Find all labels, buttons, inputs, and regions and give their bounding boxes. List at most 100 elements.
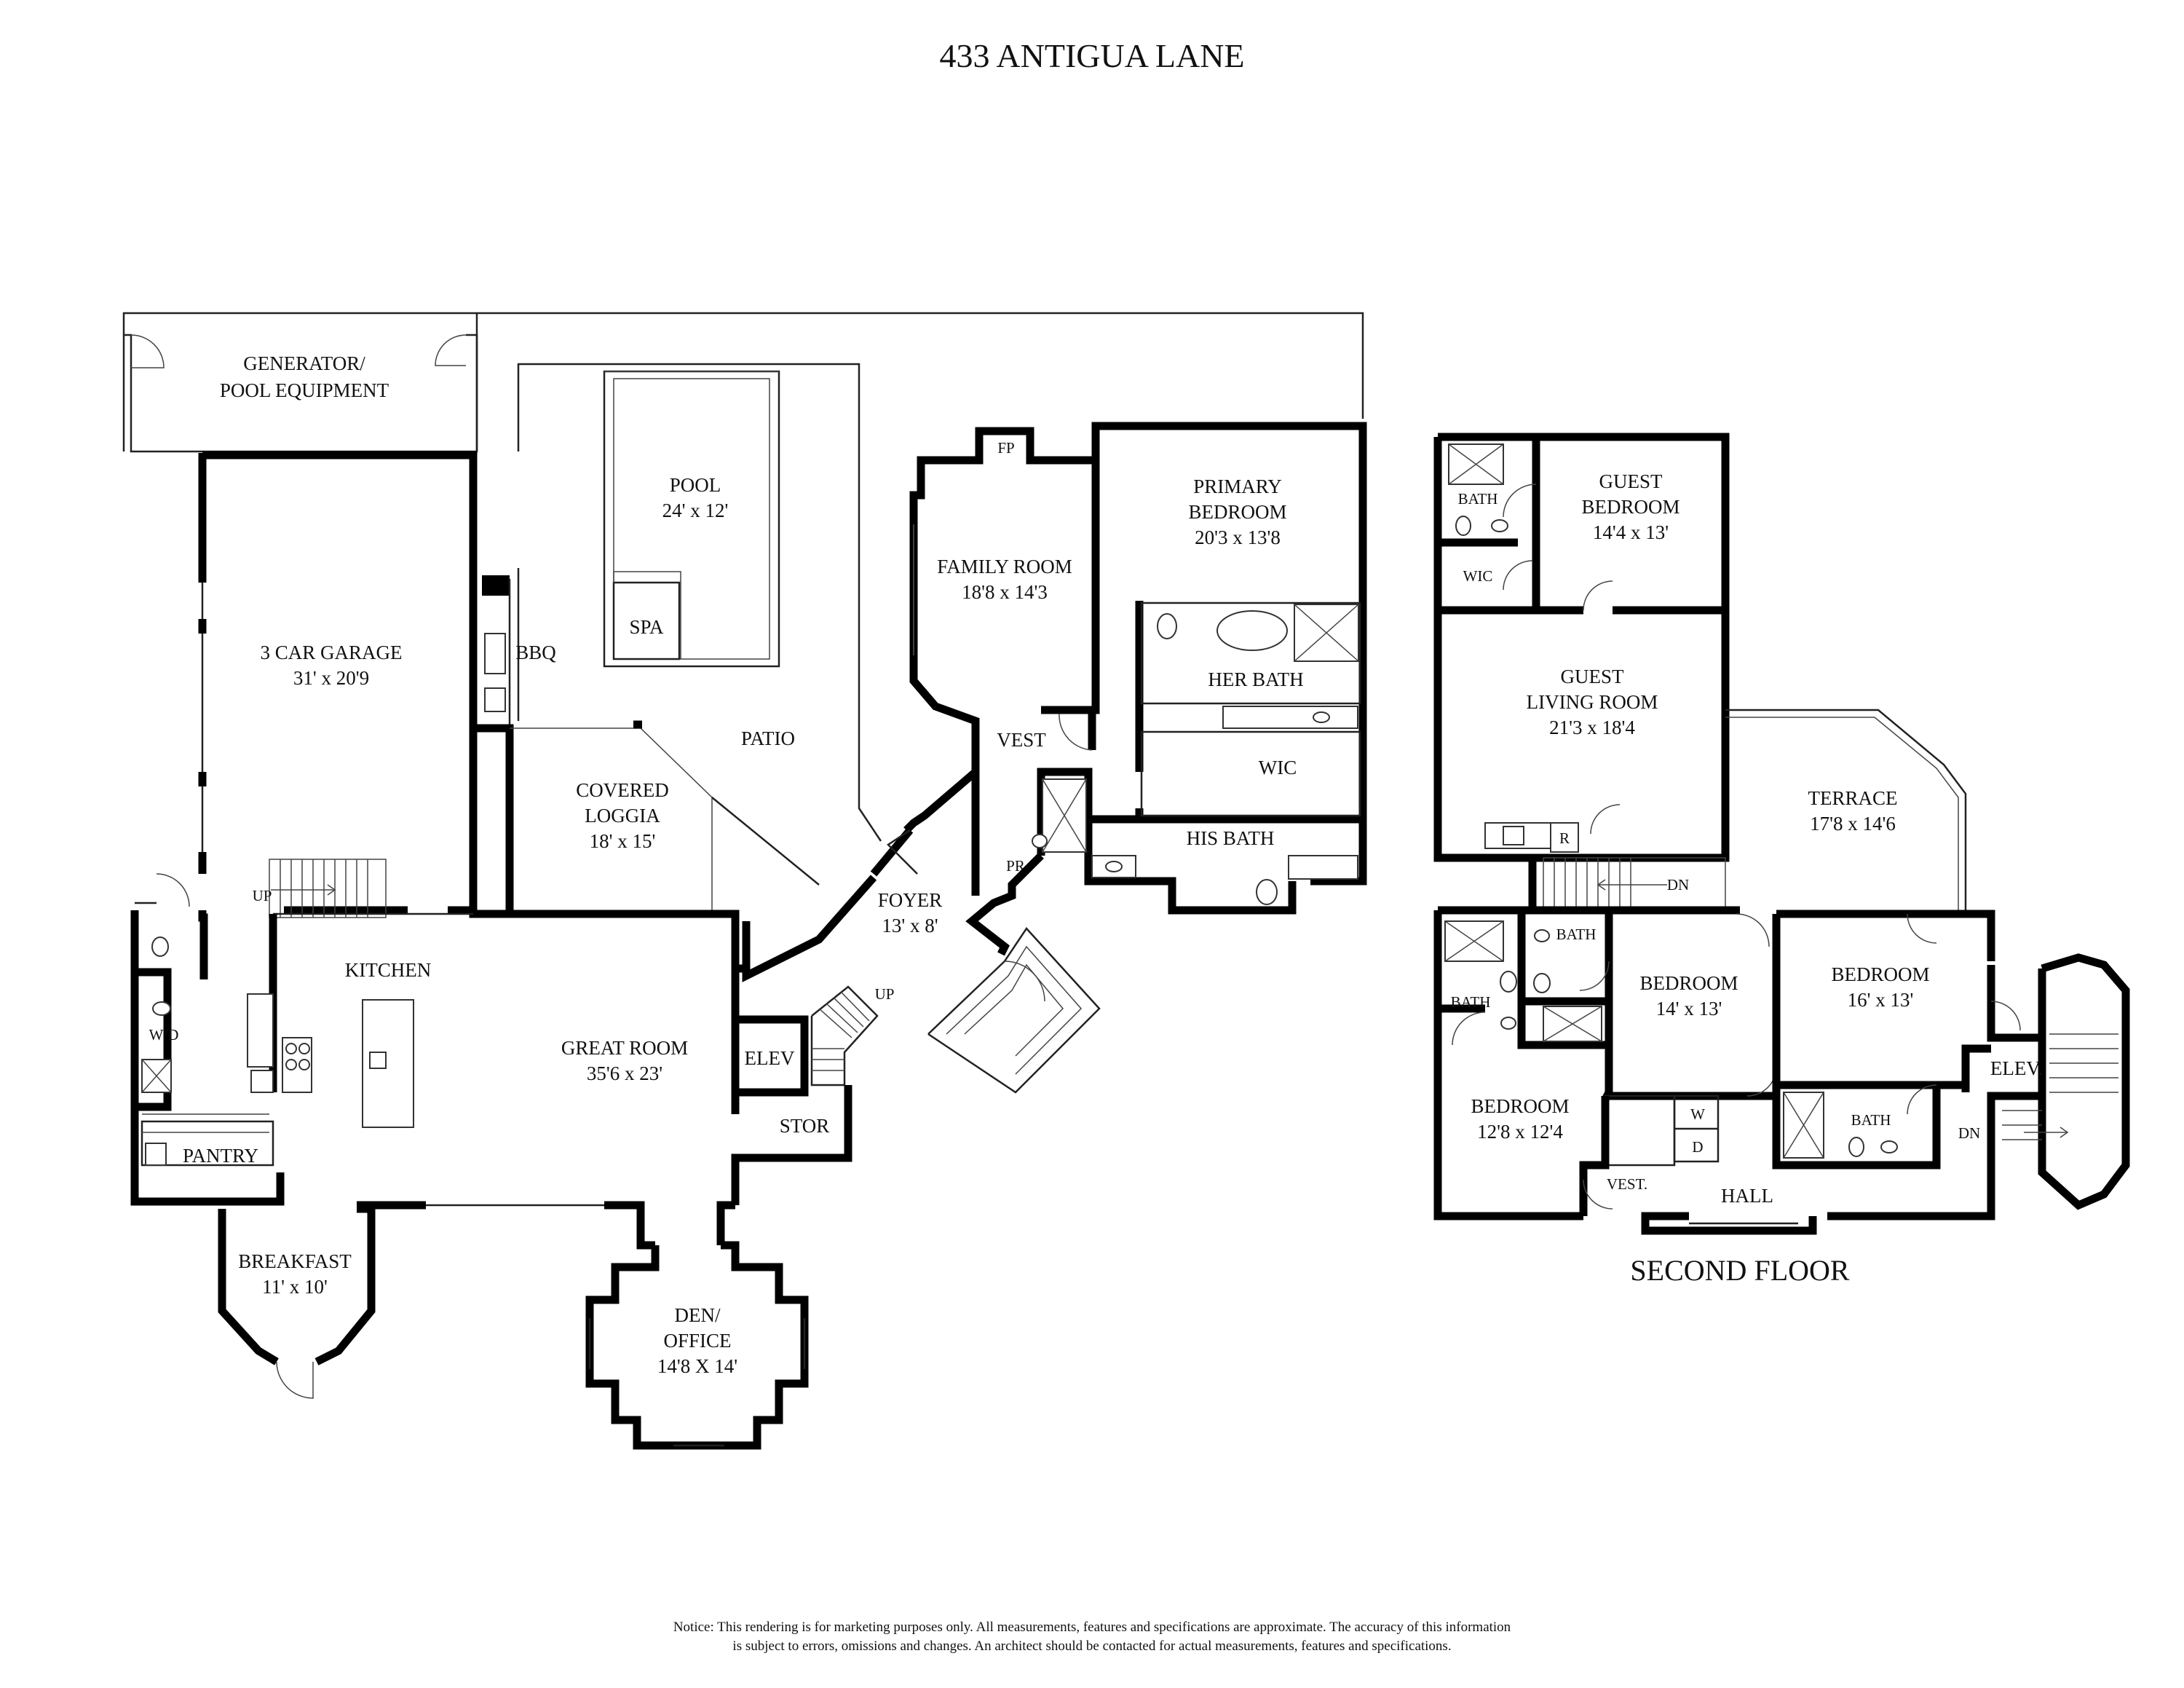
notice-line-1: Notice: This rendering is for marketing … <box>673 1620 1511 1635</box>
great-room-bottom-mid <box>604 1201 655 1250</box>
patio-label: PATIO <box>741 727 795 749</box>
elev-tower-walls <box>1987 965 2046 1147</box>
bedroom-left-dims: 12'8 x 12'4 <box>1477 1121 1563 1143</box>
bedroom-center-bottom <box>1605 1049 1781 1100</box>
entry-steps <box>927 926 1101 1094</box>
powder-room-walls <box>1037 768 1093 856</box>
bbq-sink <box>484 687 506 712</box>
plan-title: 433 ANTIGUA LANE <box>939 37 1244 74</box>
great-room-bottom-right <box>716 1201 735 1245</box>
terrace-outline <box>1725 709 1967 910</box>
burner-2 <box>298 1043 310 1054</box>
terrace-door-right <box>1907 913 1937 944</box>
den-dims: 14'8 X 14' <box>657 1355 737 1377</box>
guest-fridge <box>1550 822 1579 853</box>
center-dn-label: DN <box>1667 876 1689 894</box>
terrace-label: TERRACE <box>1808 787 1897 809</box>
bath-left-label: BATH <box>1451 993 1491 1011</box>
guest-bedroom-label-2: BEDROOM <box>1581 496 1679 518</box>
breakfast-dims: 11' x 10' <box>262 1276 328 1298</box>
dryer-label: D <box>1692 1138 1703 1156</box>
bbq-label: BBQ <box>515 642 556 663</box>
lower-right-bottom <box>1827 1147 1995 1220</box>
guest-living-door <box>1590 804 1621 835</box>
foyer-up-label: UP <box>875 985 895 1003</box>
his-bath-toilet <box>1256 879 1278 905</box>
garage-stairs <box>269 859 387 918</box>
bath-mid-sink <box>1534 929 1550 942</box>
foyer-stairs <box>810 985 879 1086</box>
great-room-walls <box>469 910 746 973</box>
first-floor: GENERATOR/ POOL EQUIPMENT POOL 24' x 12'… <box>122 312 1367 1450</box>
his-bath-sink <box>1105 861 1123 872</box>
foyer-angled-wall <box>742 875 877 982</box>
bedroom-left-door <box>1583 1179 1613 1210</box>
breakfast-door <box>276 1361 314 1399</box>
side-entry-door <box>156 873 190 907</box>
stair-tower-outline <box>2038 953 2130 1210</box>
primary-bedroom-walls <box>1091 422 1367 886</box>
bath-right-x2 <box>1783 1092 1824 1159</box>
vest-closet <box>1604 1095 1676 1167</box>
guest-living-dims: 21'3 x 18'4 <box>1549 717 1635 738</box>
hall-label: HALL <box>1721 1185 1773 1207</box>
bath-mid-door <box>1579 961 1610 991</box>
pantry-sink <box>145 1143 167 1166</box>
kitchen-prep-sink <box>250 1070 274 1093</box>
guest-bedroom-dims: 14'4 x 13' <box>1593 521 1669 543</box>
bbq-grill <box>484 633 506 674</box>
guest-bedroom-label-1: GUEST <box>1599 470 1663 492</box>
foyer-left-wall <box>870 827 914 877</box>
foyer-dims: 13' x 8' <box>882 915 938 936</box>
kitchen-label: KITCHEN <box>345 959 431 981</box>
second-floor-label: SECOND FLOOR <box>1630 1254 1849 1287</box>
bath-left-toilet <box>1500 971 1517 993</box>
family-room-walls <box>909 427 1100 896</box>
foyer-walls <box>965 853 1044 956</box>
foyer-label: FOYER <box>878 889 943 911</box>
powder-x2 <box>1042 778 1087 853</box>
her-bath-box <box>1140 602 1361 705</box>
right-dn-label: DN <box>1958 1124 1980 1142</box>
bedroom-right-dims: 16' x 13' <box>1848 989 1914 1011</box>
hall-bottom <box>1641 1212 1817 1235</box>
bath-right-door <box>1907 1084 1937 1115</box>
her-bath-tub <box>1216 610 1288 651</box>
generator-door-swing-right <box>435 334 467 366</box>
family-room-dims: 18'8 x 14'3 <box>962 581 1048 603</box>
bedroom-center-label: BEDROOM <box>1639 972 1738 994</box>
fireplace-label: FP <box>997 439 1014 457</box>
primary-bedroom-label-2: BEDROOM <box>1188 501 1286 523</box>
elev-tower-inner <box>1961 1044 1991 1092</box>
guest-wic-label: WIC <box>1463 567 1493 585</box>
primary-bedroom-dims: 20'3 x 13'8 <box>1195 526 1281 548</box>
great-room-dims: 35'6 x 23' <box>587 1062 662 1084</box>
loggia-label-2: LOGGIA <box>585 805 660 827</box>
elev-second-label: ELEV. <box>1990 1057 2043 1079</box>
bedroom-right-label: BEDROOM <box>1831 963 1929 985</box>
breakfast-walls <box>218 1209 279 1365</box>
elev-stor-walls <box>731 1015 809 1114</box>
bath-left-sink <box>1500 1017 1516 1030</box>
generator-label-1: GENERATOR/ <box>243 352 365 374</box>
burner-3 <box>285 1059 297 1070</box>
den-label-2: OFFICE <box>663 1330 731 1352</box>
lower-block-top-right <box>1776 910 1995 961</box>
her-bath-sink <box>1313 711 1330 723</box>
laundry-sink <box>152 1001 171 1016</box>
garage-label: 3 CAR GARAGE <box>260 642 402 663</box>
breakfast-walls-right <box>314 1204 376 1365</box>
elev-label: ELEV <box>745 1047 795 1069</box>
loggia-label-1: COVERED <box>576 779 669 801</box>
stor-label: STOR <box>780 1115 830 1137</box>
family-room-lower-wall <box>903 721 980 833</box>
her-bath-shower-x2 <box>1294 604 1359 662</box>
bedroom-left-label: BEDROOM <box>1471 1095 1569 1117</box>
guest-bath-divider <box>1532 437 1583 615</box>
island-sink <box>369 1052 387 1069</box>
vest-door-swing <box>1059 713 1093 751</box>
powder-sink <box>1032 834 1048 848</box>
bedroom-center-dims: 14' x 13' <box>1656 998 1722 1019</box>
center-stairs <box>1543 857 1726 913</box>
garage-up-label: UP <box>253 887 272 904</box>
